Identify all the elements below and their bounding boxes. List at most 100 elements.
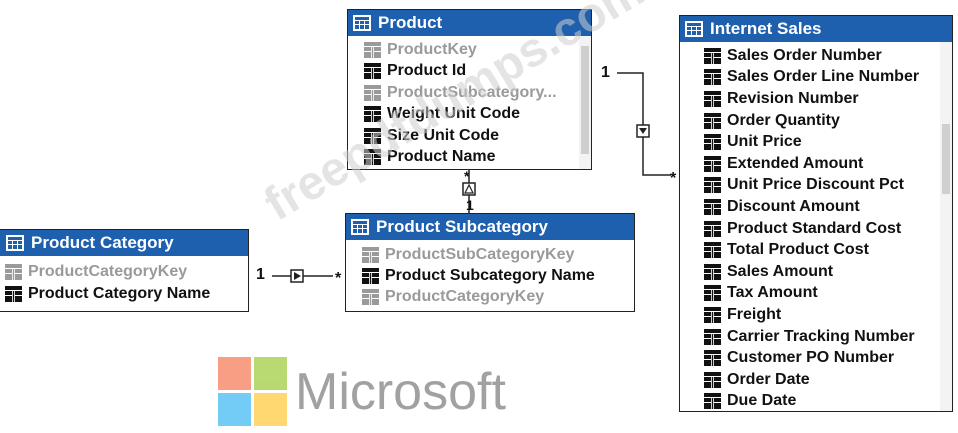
- cardinality-one-label: 1: [466, 197, 474, 213]
- field-row[interactable]: ProductSubCategoryKey: [362, 244, 634, 265]
- field-name: ProductCategoryKey: [28, 263, 188, 280]
- column-icon: [704, 393, 721, 410]
- field-name: Product Id: [387, 62, 467, 80]
- field-row[interactable]: Product Id: [364, 61, 591, 83]
- table-title: Internet Sales: [710, 19, 822, 38]
- field-row[interactable]: Product Name: [364, 147, 591, 169]
- field-name: Size Unit Code: [387, 126, 500, 144]
- column-icon: [364, 127, 381, 144]
- column-icon: [704, 263, 721, 280]
- field-name: Discount Amount: [727, 197, 860, 215]
- field-row[interactable]: Due Date: [704, 391, 952, 413]
- table-header[interactable]: Product: [348, 10, 591, 36]
- field-row[interactable]: Sales Order Number: [704, 45, 952, 67]
- field-row[interactable]: ProductSubcategory...: [364, 82, 591, 104]
- table-title: Product: [378, 13, 443, 32]
- column-icon: [362, 267, 379, 284]
- field-name: ProductSubCategoryKey: [385, 245, 575, 263]
- field-row[interactable]: Unit Price Discount Pct: [704, 175, 952, 197]
- column-icon: [364, 63, 381, 80]
- column-icon: [704, 242, 721, 259]
- field-name: Product Name: [387, 148, 496, 166]
- field-row[interactable]: Unit Price: [704, 131, 952, 153]
- field-name: ProductKey: [387, 40, 477, 58]
- field-row[interactable]: Weight Unit Code: [364, 104, 591, 126]
- scrollbar[interactable]: [940, 42, 952, 411]
- scrollbar-thumb[interactable]: [942, 124, 950, 194]
- field-name: Revision Number: [727, 89, 859, 107]
- cardinality-many-label: *: [670, 170, 677, 187]
- table-icon: [351, 219, 369, 235]
- field-name: Order Date: [727, 370, 810, 388]
- field-row[interactable]: Freight: [704, 304, 952, 326]
- column-icon: [364, 106, 381, 123]
- field-row[interactable]: Total Product Cost: [704, 239, 952, 261]
- column-icon: [704, 371, 721, 388]
- table-header[interactable]: Product Category: [0, 230, 248, 256]
- field-row[interactable]: Order Quantity: [704, 110, 952, 132]
- field-row[interactable]: Customer PO Number: [704, 347, 952, 369]
- field-name: Total Product Cost: [727, 241, 869, 259]
- field-row[interactable]: ProductCategoryKey: [5, 261, 248, 283]
- cardinality-one-label: 1: [601, 64, 610, 81]
- hidden-column-icon: [5, 264, 22, 280]
- field-name: Sales Order Line Number: [727, 68, 920, 86]
- field-row[interactable]: Extended Amount: [704, 153, 952, 175]
- field-name: Sales Amount: [727, 262, 834, 280]
- column-icon: [704, 134, 721, 151]
- field-row[interactable]: Product Subcategory Name: [362, 265, 634, 286]
- column-icon: [704, 350, 721, 367]
- column-icon: [704, 112, 721, 129]
- table-header[interactable]: Product Subcategory: [346, 214, 634, 240]
- column-icon: [704, 220, 721, 237]
- table-product-subcategory[interactable]: Product Subcategory ProductSubCategoryKe…: [345, 213, 635, 312]
- column-icon: [364, 149, 381, 166]
- field-row[interactable]: ProductCategoryKey: [362, 286, 634, 307]
- column-icon: [5, 286, 22, 302]
- cardinality-one-label: 1: [256, 266, 265, 283]
- field-row[interactable]: Order Date: [704, 369, 952, 391]
- field-name: ProductSubcategory...: [387, 83, 557, 101]
- table-header[interactable]: Internet Sales: [680, 16, 952, 42]
- column-icon: [704, 69, 721, 86]
- cardinality-many-label: *: [464, 168, 470, 184]
- scrollbar[interactable]: [579, 36, 591, 169]
- field-name: Customer PO Number: [727, 349, 895, 367]
- field-row[interactable]: Tax Amount: [704, 283, 952, 305]
- column-icon: [704, 285, 721, 302]
- field-row[interactable]: Discount Amount: [704, 196, 952, 218]
- field-row[interactable]: Sales Order Line Number: [704, 67, 952, 89]
- field-row[interactable]: Product Standard Cost: [704, 218, 952, 240]
- field-name: Product Standard Cost: [727, 219, 902, 237]
- microsoft-logo-text: Microsoft: [295, 362, 506, 421]
- column-icon: [704, 155, 721, 172]
- field-row[interactable]: Size Unit Code: [364, 125, 591, 147]
- table-icon: [685, 21, 703, 37]
- field-row[interactable]: ProductKey: [364, 39, 591, 61]
- field-name: Carrier Tracking Number: [727, 327, 915, 345]
- scrollbar-thumb[interactable]: [581, 46, 589, 154]
- table-title: Product Subcategory: [376, 217, 548, 236]
- field-row[interactable]: Product Category Name: [5, 283, 248, 305]
- column-icon: [704, 177, 721, 194]
- field-row[interactable]: Sales Amount: [704, 261, 952, 283]
- field-row[interactable]: Revision Number: [704, 88, 952, 110]
- table-title: Product Category: [31, 233, 174, 252]
- field-name: Product Category Name: [28, 285, 211, 302]
- logo-square-green: [254, 357, 287, 390]
- field-row[interactable]: Carrier Tracking Number: [704, 326, 952, 348]
- logo-square-yellow: [254, 393, 287, 426]
- hidden-column-icon: [364, 41, 381, 58]
- column-icon: [704, 47, 721, 64]
- hidden-column-icon: [362, 246, 379, 263]
- logo-square-blue: [218, 393, 251, 426]
- microsoft-logo-squares: [218, 357, 287, 426]
